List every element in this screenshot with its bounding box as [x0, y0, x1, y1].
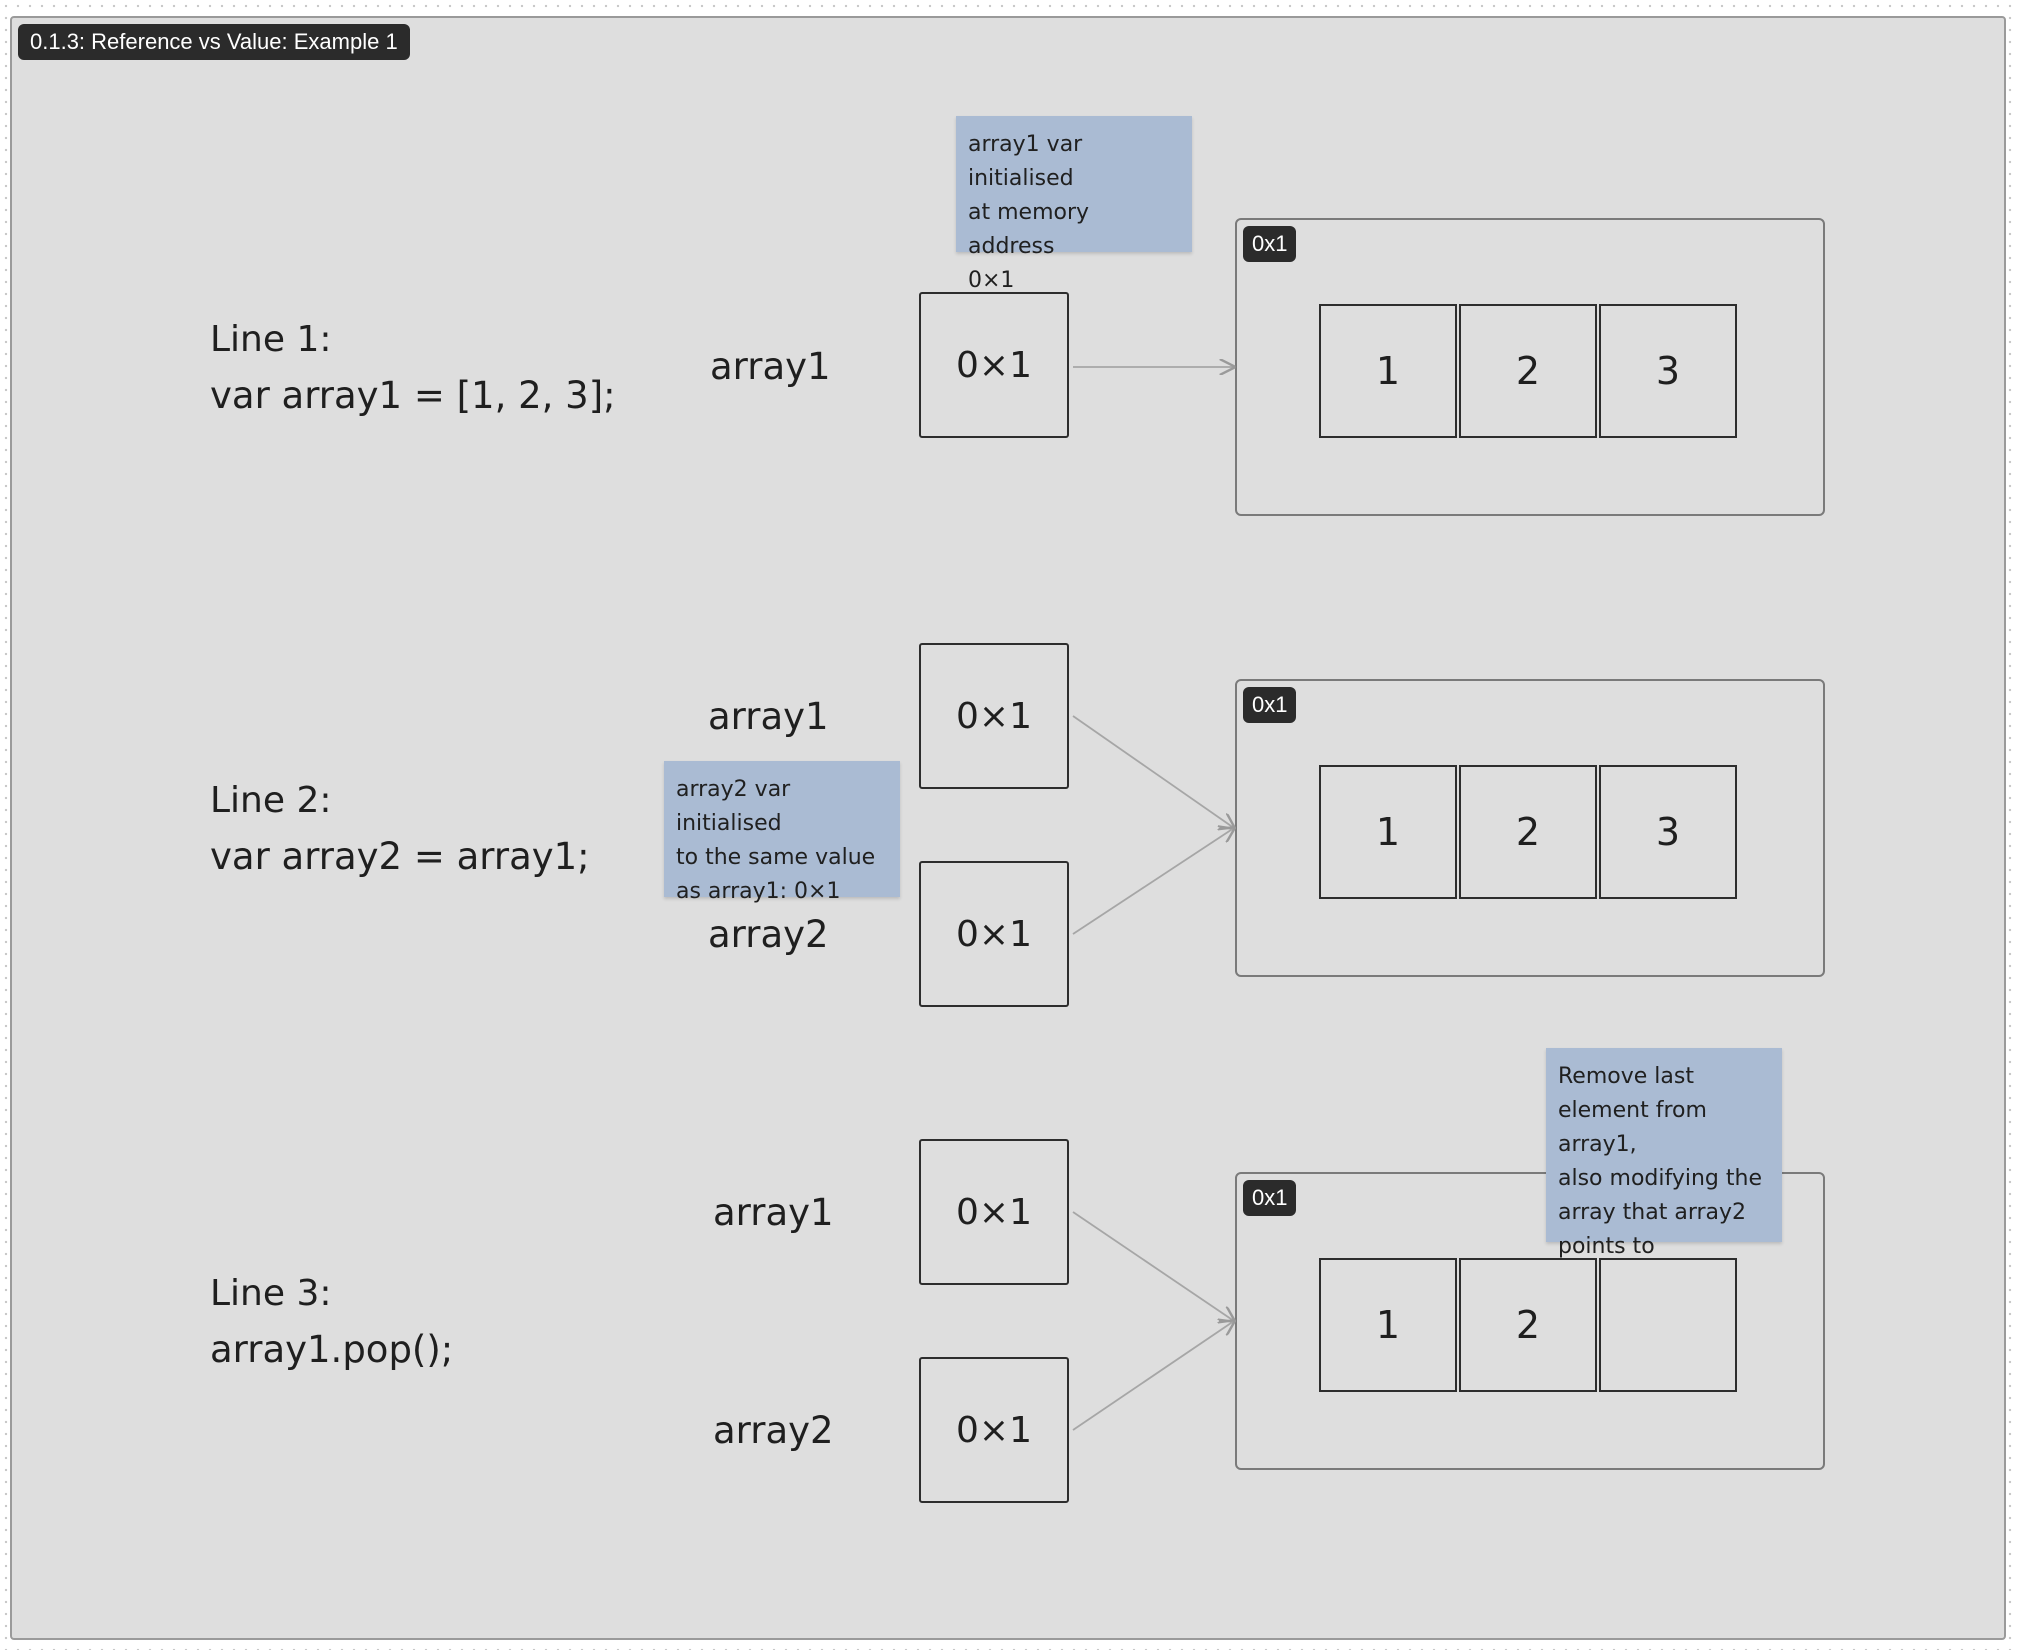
note-3-line: Remove last — [1558, 1064, 1694, 1089]
note-3-line: points to — [1558, 1234, 1655, 1259]
row-2-array-cell: 1 — [1319, 765, 1457, 899]
row-2-memory-block[interactable]: 0x1 1 2 3 — [1235, 679, 1825, 977]
row-3-array-cell: 1 — [1319, 1258, 1457, 1392]
row-3-var-array1-label: array1 — [713, 1191, 834, 1234]
line-3-code: array1.pop(); — [210, 1328, 454, 1371]
note-array2-initialised[interactable]: array2 var initialised to the same value… — [664, 761, 900, 904]
note-2-line: to the same value — [676, 845, 876, 870]
line-2-title: Line 2: — [210, 780, 332, 821]
row-1-memory-address-tag: 0x1 — [1243, 226, 1297, 262]
line-3-title: Line 3: — [210, 1273, 332, 1314]
note-2-line: array2 var initialised — [676, 777, 791, 836]
row-2-memory-address-tag: 0x1 — [1243, 687, 1297, 723]
row-2-var-array1-box[interactable]: 0×1 — [919, 643, 1069, 789]
row-3-array-cell: 2 — [1459, 1258, 1597, 1392]
line-1-label: Line 1: var array1 = [1, 2, 3]; — [210, 312, 616, 424]
row-2-array-cell: 2 — [1459, 765, 1597, 899]
line-3-label: Line 3: array1.pop(); — [210, 1266, 453, 1378]
note-2-line: as array1: 0×1 — [676, 879, 841, 904]
row-1-array-cell: 2 — [1459, 304, 1597, 438]
note-remove-last-element[interactable]: Remove last element from array1, also mo… — [1546, 1048, 1782, 1259]
row-2-array1-pointer-arrow — [1072, 715, 1234, 828]
row-2-var-array1-label: array1 — [708, 695, 829, 738]
diagram-frame — [10, 16, 2006, 1640]
row-1-memory-block[interactable]: 0x1 1 2 3 — [1235, 218, 1825, 516]
note-1-line: array1 var initialised — [968, 132, 1083, 191]
row-1-var-array1-box[interactable]: 0×1 — [919, 292, 1069, 438]
row-3-memory-block[interactable]: 0x1 1 2 — [1235, 1172, 1825, 1470]
line-1-code: var array1 = [1, 2, 3]; — [210, 374, 616, 417]
row-1-var-array1-label: array1 — [710, 345, 831, 388]
row-2-var-array2-label: array2 — [708, 913, 829, 956]
row-2-array-cell: 3 — [1599, 765, 1737, 899]
note-3-line: element from array1, — [1558, 1098, 1707, 1157]
row-3-array-cell-empty — [1599, 1258, 1737, 1392]
row-3-var-array1-box[interactable]: 0×1 — [919, 1139, 1069, 1285]
row-2-array2-pointer-arrow — [1072, 828, 1234, 935]
row-3-array1-pointer-arrow — [1072, 1211, 1234, 1321]
row-3-var-array2-label: array2 — [713, 1409, 834, 1452]
row-3-var-array2-box[interactable]: 0×1 — [919, 1357, 1069, 1503]
row-2-var-array2-box[interactable]: 0×1 — [919, 861, 1069, 1007]
line-2-code: var array2 = array1; — [210, 835, 590, 878]
row-3-array2-pointer-arrow — [1072, 1321, 1234, 1431]
line-2-label: Line 2: var array2 = array1; — [210, 773, 590, 885]
note-3-line: also modifying the — [1558, 1166, 1762, 1191]
row-3-memory-address-tag: 0x1 — [1243, 1180, 1297, 1216]
note-3-line: array that array2 — [1558, 1200, 1747, 1225]
frame-title[interactable]: 0.1.3: Reference vs Value: Example 1 — [18, 24, 410, 60]
note-array1-initialised[interactable]: array1 var initialised at memory address… — [956, 116, 1192, 293]
row-1-array-cell: 3 — [1599, 304, 1737, 438]
line-1-title: Line 1: — [210, 319, 332, 360]
row-1-array-cell: 1 — [1319, 304, 1457, 438]
note-1-line: 0×1 — [968, 268, 1015, 293]
note-1-line: at memory address — [968, 200, 1090, 259]
